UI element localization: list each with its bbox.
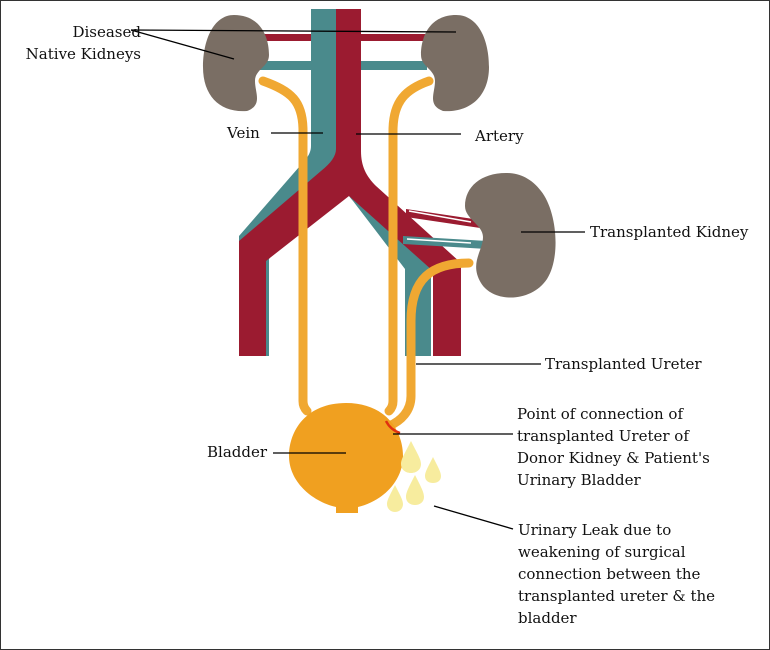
label-connection-point: Point of connection of transplanted Uret…: [517, 403, 710, 491]
artery-shape: [239, 9, 461, 356]
label-transplanted-kidney: Transplanted Kidney: [590, 223, 749, 241]
label-urinary-leak: Urinary Leak due to weakening of surgica…: [518, 519, 715, 629]
label-bladder: Bladder: [207, 443, 268, 461]
urinary-leak-drops: [387, 441, 441, 512]
label-connection-line1: Point of connection of: [517, 405, 684, 423]
native-ureters: [258, 76, 434, 416]
label-leak-line2: weakening of surgical: [518, 543, 686, 561]
leader-leak: [433, 505, 514, 530]
label-transplanted-ureter: Transplanted Ureter: [545, 355, 702, 373]
label-artery: Artery: [475, 127, 524, 145]
label-connection-line4: Urinary Bladder: [517, 471, 641, 489]
transplanted-ureter-shape: [384, 258, 474, 431]
leader-diseased-right: [130, 29, 457, 33]
label-vein: Vein: [227, 124, 260, 142]
label-leak-line3: connection between the: [518, 565, 701, 583]
label-leak-line1: Urinary Leak due to: [518, 521, 672, 539]
label-connection-line3: Donor Kidney & Patient's: [517, 449, 710, 467]
label-diseased-kidneys: Diseased Native Kidneys: [19, 21, 141, 65]
label-leak-line5: bladder: [518, 609, 577, 627]
leader-lines: [130, 29, 585, 530]
label-diseased-kidneys-line1: Diseased: [72, 23, 141, 41]
native-kidneys: [203, 15, 489, 112]
connection-mark: [384, 420, 401, 435]
label-diseased-kidneys-line2: Native Kidneys: [25, 45, 141, 63]
transplant-vessels: [403, 209, 487, 249]
left-native-kidney: [203, 15, 269, 112]
transplanted-kidney-shape: [465, 173, 556, 298]
label-connection-line2: transplanted Ureter of: [517, 427, 689, 445]
bladder-shape: [289, 403, 403, 513]
label-leak-line4: transplanted ureter & the: [518, 587, 716, 605]
leader-diseased-left: [130, 29, 235, 60]
right-native-kidney: [421, 15, 489, 112]
